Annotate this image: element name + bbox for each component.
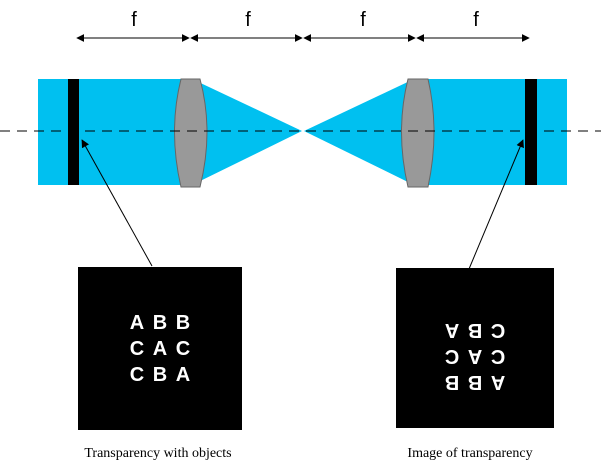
image-transparency: A B B C A C C B A bbox=[396, 268, 554, 428]
object-letter-grid: A B B C A C C B A bbox=[130, 312, 190, 386]
object-letter: A bbox=[130, 312, 144, 334]
light-beam bbox=[38, 79, 567, 185]
image-letter: A bbox=[491, 371, 505, 393]
caption-left: Transparency with objects bbox=[84, 446, 231, 461]
focal-label-3: f bbox=[360, 9, 366, 31]
object-letter: B bbox=[153, 312, 167, 334]
focal-label-2: f bbox=[245, 9, 251, 31]
focal-label-4: f bbox=[473, 9, 479, 31]
image-plane-plate bbox=[525, 79, 537, 185]
object-transparency-box bbox=[78, 267, 242, 430]
image-letter-grid: A B B C A C C B A bbox=[445, 319, 505, 393]
image-letter: B bbox=[468, 319, 482, 341]
object-letter: C bbox=[130, 338, 144, 360]
object-letter: A bbox=[153, 338, 167, 360]
object-transparency-plate bbox=[68, 79, 79, 185]
caption-right: Image of transparency bbox=[407, 446, 532, 461]
image-letter: C bbox=[491, 319, 505, 341]
image-letter: A bbox=[468, 345, 482, 367]
focal-label-1: f bbox=[131, 9, 137, 31]
pointer-arrow-left bbox=[81, 139, 153, 267]
image-letter: B bbox=[445, 371, 459, 393]
image-letter: B bbox=[468, 371, 482, 393]
beam-converging-cone bbox=[192, 79, 302, 185]
second-lens bbox=[401, 78, 435, 188]
object-letter: B bbox=[153, 364, 167, 386]
object-letter: A bbox=[176, 364, 190, 386]
image-letter: C bbox=[491, 345, 505, 367]
object-letter: B bbox=[176, 312, 190, 334]
beam-diverging-cone bbox=[304, 79, 414, 185]
object-letter: C bbox=[176, 338, 190, 360]
beam-output-section bbox=[414, 79, 567, 185]
object-letter: C bbox=[130, 364, 144, 386]
beam-input-section bbox=[38, 79, 192, 185]
image-transparency-box bbox=[396, 268, 554, 428]
object-transparency: A B B C A C C B A bbox=[78, 267, 242, 430]
pointer-arrow-right bbox=[468, 139, 524, 270]
image-letter: A bbox=[445, 319, 459, 341]
first-lens bbox=[174, 78, 208, 188]
image-letter: C bbox=[445, 345, 459, 367]
focal-length-markers: f f f f bbox=[76, 9, 530, 42]
